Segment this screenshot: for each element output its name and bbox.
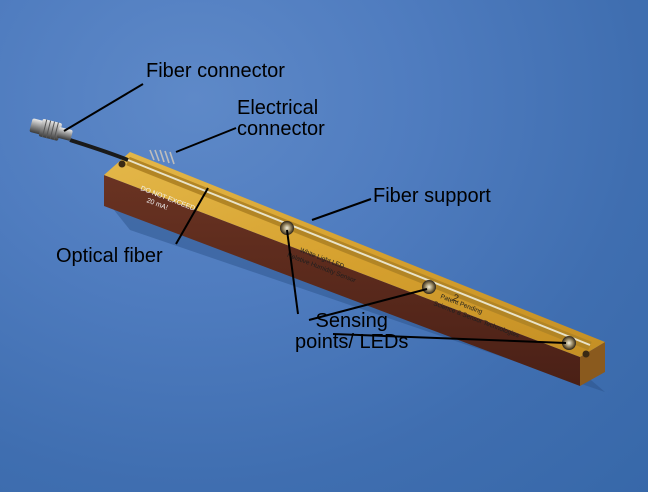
fiber-cable [69,138,129,162]
board-print-marker: 2 [451,293,461,305]
electrical-connector-pins [149,149,175,165]
mounting-hole [582,350,590,358]
led-sensing-point [280,221,294,235]
label-optical-fiber: Optical fiber [56,246,163,267]
label-sensing-points-line2: points/ LEDs [295,331,409,353]
led-sensing-point [562,336,576,350]
label-optical-fiber-text: Optical fiber [56,245,163,267]
label-fiber-support: Fiber support [373,186,491,207]
label-electrical-connector: Electrical connector [237,98,325,140]
label-fiber-support-text: Fiber support [373,185,491,207]
label-sensing-points: Sensing points/ LEDs [295,311,408,353]
label-fiber-connector: Fiber connector [146,61,285,82]
label-fiber-connector-text: Fiber connector [146,60,285,82]
label-electrical-connector-line1: Electrical [237,97,319,119]
board-end [580,342,605,386]
led-sensing-point [422,280,436,294]
mounting-hole [118,160,126,168]
label-sensing-points-line1: Sensing [315,310,388,332]
fiber-connector-body [29,118,73,141]
board-side [104,175,580,386]
label-electrical-connector-line2: connector [237,118,325,140]
